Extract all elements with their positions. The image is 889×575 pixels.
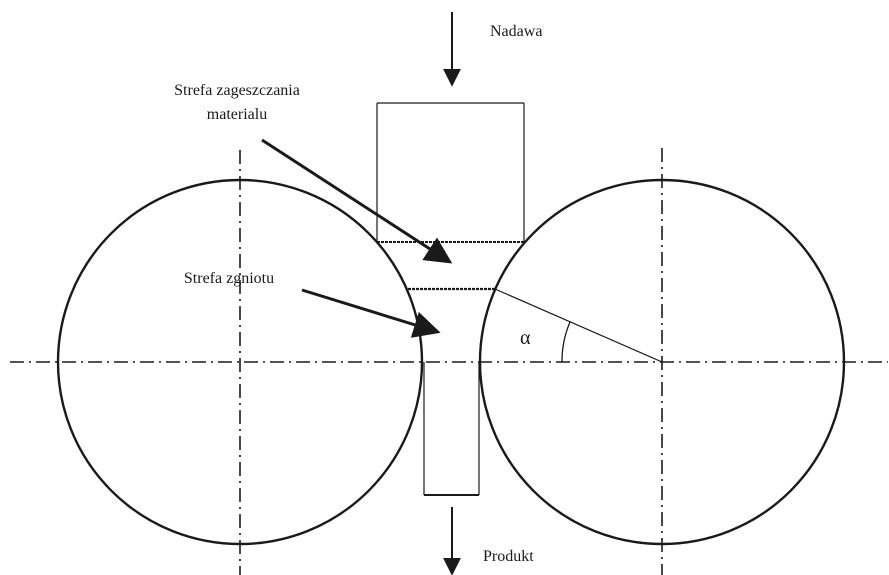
angle-arc [561,321,571,363]
center-lines [10,148,888,575]
product-outlet [423,362,480,496]
feed-label: Nadawa [490,23,542,40]
right-roller [478,178,846,546]
product-label: Produkt [483,548,534,565]
crush-zone-pointer-arrow [301,288,441,338]
crush-zone-label: Strefa zgniotu [184,270,274,287]
densification-zone-label-line2: materialu [207,106,267,123]
left-roller [56,178,424,546]
densification-zone-label-line1: Strefa zageszczania [174,82,300,99]
feed-hopper [376,102,525,243]
densification-zone-pointer-arrow [261,138,453,264]
angle-ray-line [494,288,663,363]
angle-alpha-label: α [520,327,531,349]
